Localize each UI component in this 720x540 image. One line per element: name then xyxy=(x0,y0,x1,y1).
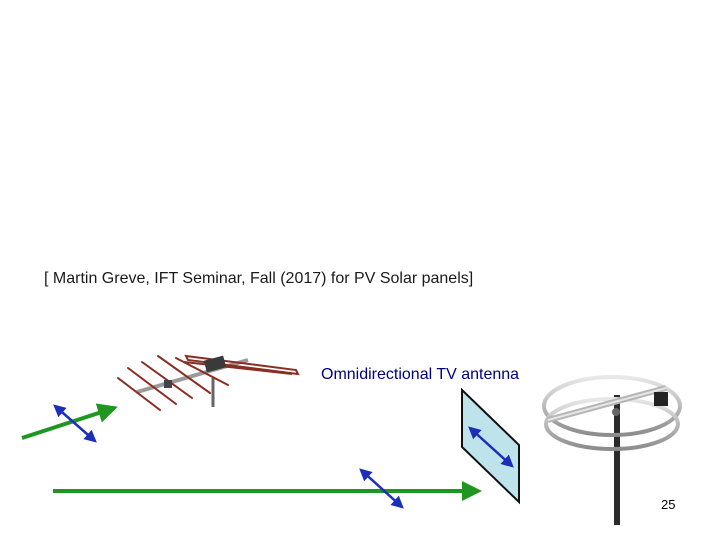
yagi-antenna-icon xyxy=(117,354,300,411)
polarization-arrow-icon xyxy=(53,404,97,443)
polarizer-panel-icon xyxy=(461,387,520,505)
incoming-wave-arrow-icon xyxy=(21,403,118,440)
citation-text: [ Martin Greve, IFT Seminar, Fall (2017)… xyxy=(44,270,474,287)
page-number: 25 xyxy=(661,497,676,512)
omnidirectional-antenna-icon xyxy=(542,375,682,525)
antenna-label: Omnidirectional TV antenna xyxy=(321,366,520,383)
polarization-arrow-icon xyxy=(359,468,404,509)
